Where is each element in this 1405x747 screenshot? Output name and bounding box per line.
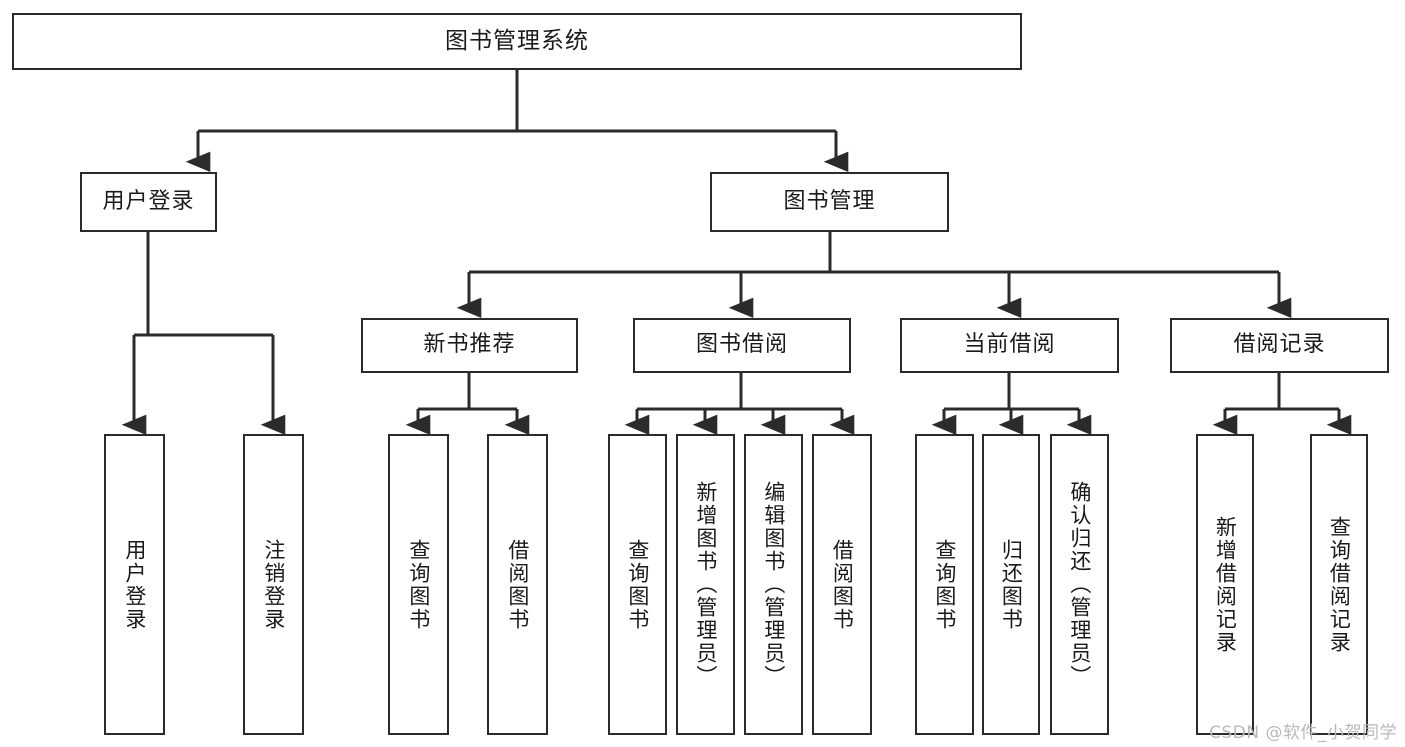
- node-label: 编辑图书（管理员）: [761, 481, 786, 688]
- leaf-borrow-book-recommend[interactable]: 借阅图书: [487, 434, 548, 735]
- node-label: 确认归还（管理员）: [1067, 481, 1092, 688]
- node-label: 查询图书: [625, 538, 650, 631]
- node-label: 用户登录: [122, 538, 147, 631]
- node-label: 图书借阅: [695, 332, 788, 358]
- leaf-query-book-borrow[interactable]: 查询图书: [608, 434, 667, 735]
- node-label: 新书推荐: [423, 332, 516, 358]
- node-label: 归还图书: [999, 538, 1024, 631]
- node-label: 图书管理: [783, 188, 876, 214]
- node-new-book-recommend[interactable]: 新书推荐: [361, 318, 578, 373]
- node-label: 新增图书（管理员）: [693, 481, 718, 688]
- node-book-borrow[interactable]: 图书借阅: [633, 318, 851, 373]
- node-label: 当前借阅: [963, 332, 1056, 358]
- node-label: 查询图书: [406, 538, 431, 631]
- node-label: 查询图书: [932, 538, 957, 631]
- leaf-add-borrow-record[interactable]: 新增借阅记录: [1196, 434, 1254, 735]
- leaf-add-book-admin[interactable]: 新增图书（管理员）: [676, 434, 735, 735]
- node-label: 新增借阅记录: [1213, 515, 1238, 654]
- leaf-query-borrow-record[interactable]: 查询借阅记录: [1310, 434, 1368, 735]
- node-label: 借阅记录: [1233, 332, 1326, 358]
- node-label: 查询借阅记录: [1327, 515, 1352, 654]
- leaf-edit-book-admin[interactable]: 编辑图书（管理员）: [744, 434, 803, 735]
- node-root-system[interactable]: 图书管理系统: [12, 13, 1022, 70]
- leaf-query-book-recommend[interactable]: 查询图书: [388, 434, 449, 735]
- leaf-borrow-book[interactable]: 借阅图书: [812, 434, 872, 735]
- node-label: 用户登录: [102, 188, 195, 214]
- leaf-confirm-return-admin[interactable]: 确认归还（管理员）: [1050, 434, 1109, 735]
- node-label: 注销登录: [261, 538, 286, 631]
- node-user-login[interactable]: 用户登录: [80, 172, 217, 232]
- node-label: 借阅图书: [830, 538, 855, 631]
- node-borrow-record[interactable]: 借阅记录: [1170, 318, 1389, 373]
- node-label: 图书管理系统: [445, 27, 589, 54]
- leaf-user-login[interactable]: 用户登录: [104, 434, 165, 735]
- node-book-management[interactable]: 图书管理: [710, 172, 949, 232]
- node-label: 借阅图书: [505, 538, 530, 631]
- node-current-borrow[interactable]: 当前借阅: [900, 318, 1119, 373]
- leaf-return-book[interactable]: 归还图书: [982, 434, 1040, 735]
- leaf-query-book-current[interactable]: 查询图书: [915, 434, 974, 735]
- leaf-logout[interactable]: 注销登录: [243, 434, 304, 735]
